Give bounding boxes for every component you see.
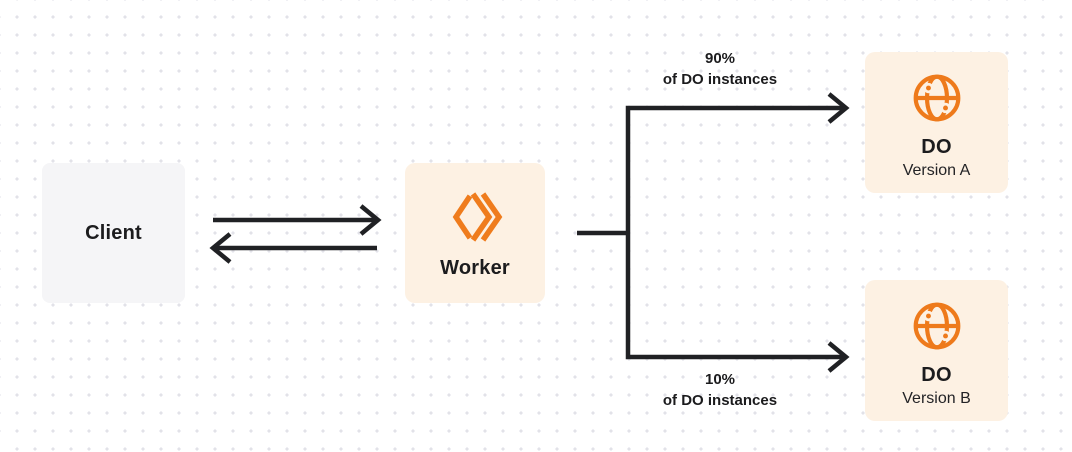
- edge-label-10-line2: of DO instances: [662, 392, 778, 409]
- edge-label-10-line1: 10%: [704, 371, 736, 388]
- globe-icon: [908, 297, 966, 355]
- node-do-version-b: DO Version B: [865, 280, 1008, 421]
- do-b-subtitle: Version B: [902, 390, 971, 407]
- node-client: Client: [42, 163, 185, 303]
- node-do-version-a: DO Version A: [865, 52, 1008, 193]
- client-label: Client: [85, 221, 142, 244]
- arrowhead-worker-to-client: [209, 232, 232, 264]
- edge-label-10-percent: 10% of DO instances: [600, 369, 840, 411]
- do-a-title: DO: [921, 136, 952, 158]
- node-worker: Worker: [405, 163, 545, 303]
- edge-label-90-line1: 90%: [704, 50, 736, 67]
- workers-icon: [443, 187, 507, 247]
- arrowhead-to-do-b: [827, 341, 850, 373]
- globe-icon: [908, 69, 966, 127]
- arrowhead-client-to-worker: [359, 204, 382, 236]
- arrowhead-to-do-a: [827, 92, 850, 124]
- do-b-title: DO: [921, 364, 952, 386]
- edge-label-90-percent: 90% of DO instances: [600, 48, 840, 90]
- branch-lines: [625, 105, 845, 360]
- do-a-subtitle: Version A: [902, 162, 971, 179]
- worker-label: Worker: [440, 256, 510, 279]
- edge-label-90-line2: of DO instances: [662, 71, 778, 88]
